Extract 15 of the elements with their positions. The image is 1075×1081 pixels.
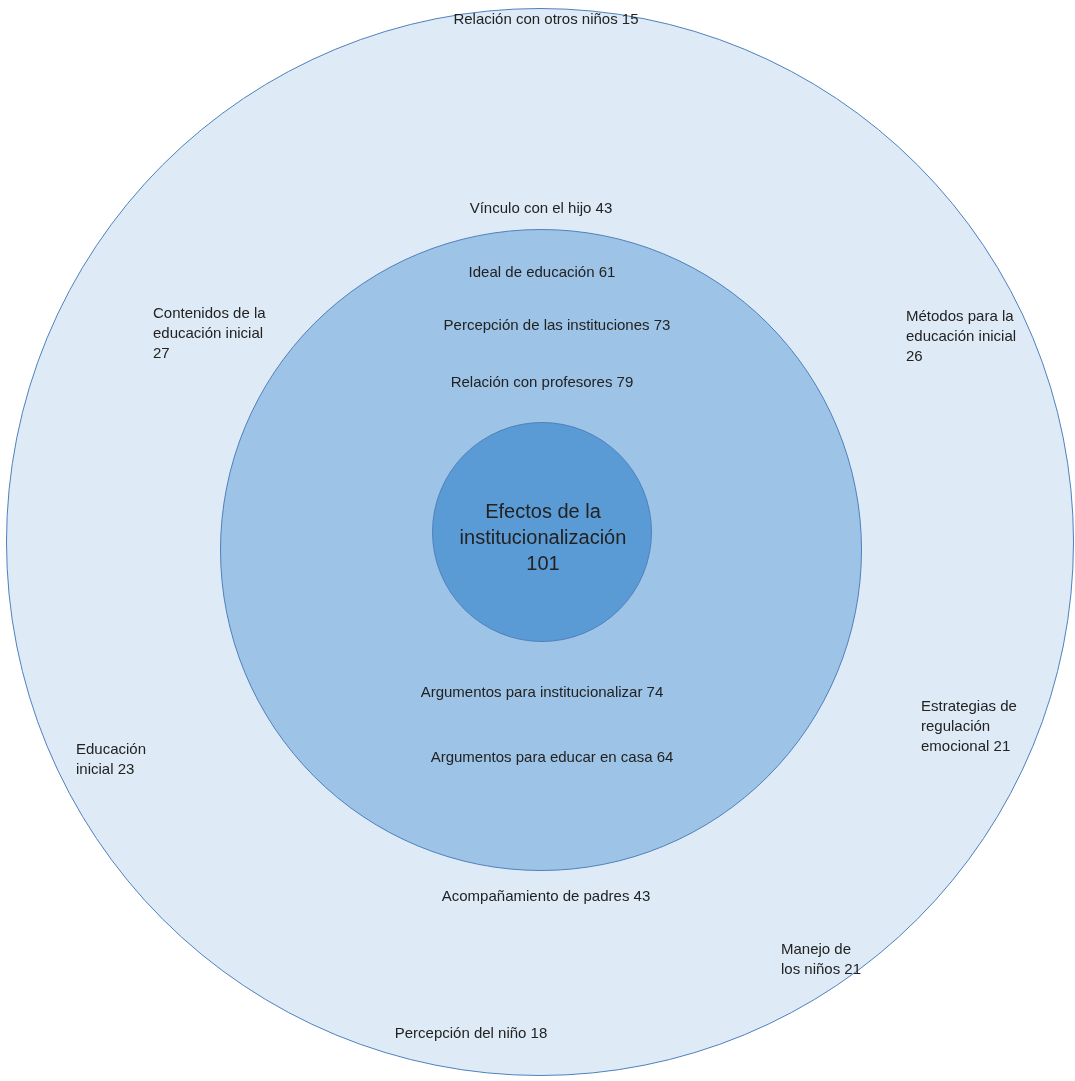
category-label: Percepción del niño 18: [394, 1023, 548, 1043]
category-label: Métodos para la educación inicial 26: [906, 306, 1018, 366]
category-label: Percepción de las instituciones 73: [443, 315, 671, 335]
category-label: Vínculo con el hijo 43: [469, 198, 613, 218]
category-label: Acompañamiento de padres 43: [441, 886, 651, 906]
category-label: Relación con otros niños 15: [453, 9, 639, 29]
category-label: Argumentos para educar en casa 64: [430, 747, 674, 767]
category-label: Estrategias de regulación emocional 21: [921, 696, 1018, 756]
category-label: Contenidos de la educación inicial 27: [153, 303, 267, 363]
category-label: Educación inicial 23: [76, 739, 148, 779]
category-label: Argumentos para institucionalizar 74: [420, 682, 664, 702]
category-label: Ideal de educación 61: [468, 262, 616, 282]
category-label: Relación con profesores 79: [450, 372, 634, 392]
center-label: Efectos de la institucionalización 101: [458, 499, 628, 576]
category-label: Manejo de los niños 21: [781, 939, 863, 979]
